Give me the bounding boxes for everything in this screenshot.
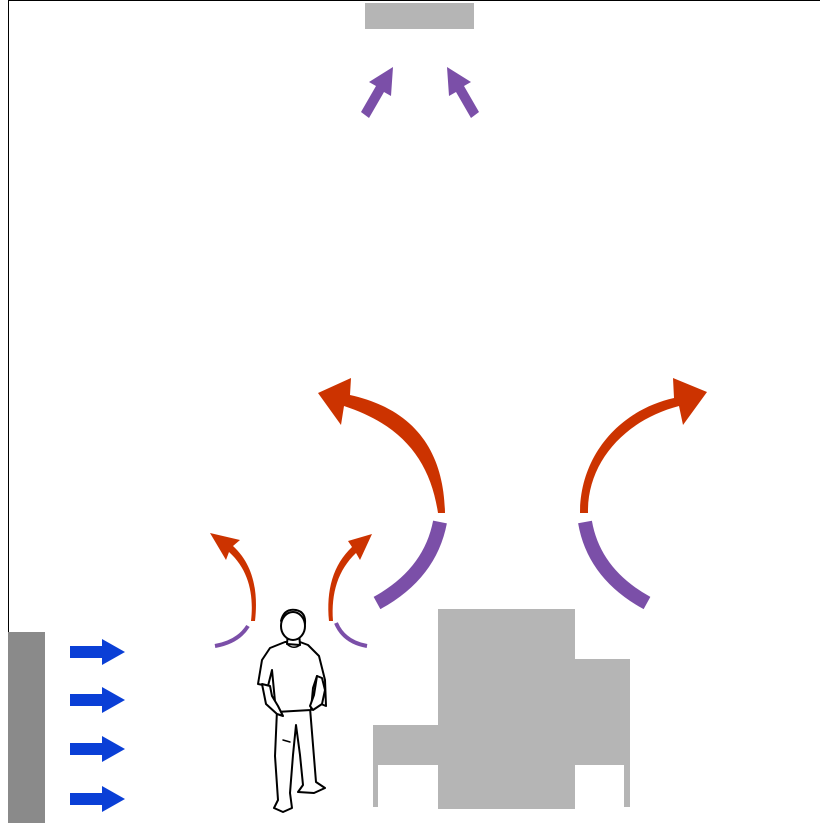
equipment-right-block xyxy=(575,659,630,765)
cool-air-arrow-1 xyxy=(70,639,125,665)
person-figure xyxy=(257,608,327,813)
warm-rising-air xyxy=(210,378,707,621)
exhaust-arrows xyxy=(361,67,479,118)
cool-air-arrow-2 xyxy=(70,687,125,713)
person-left-arm xyxy=(261,683,284,717)
plume-large-left-upper xyxy=(318,378,445,513)
person-right-arm xyxy=(309,675,326,711)
plume-small-left-upper xyxy=(210,533,256,621)
plume-large-left-lower xyxy=(373,520,447,610)
person-torso xyxy=(257,641,327,713)
cool-air-arrows xyxy=(70,639,125,812)
heat-source-equipment xyxy=(373,609,630,809)
person-collar xyxy=(286,643,301,648)
plume-small-left-lower xyxy=(214,624,250,648)
equipment-leg-4 xyxy=(624,765,630,807)
equipment-leg-1 xyxy=(373,765,378,807)
person-head xyxy=(280,611,306,641)
plume-small-right-lower xyxy=(334,622,368,648)
exhaust-arrow-left xyxy=(361,67,393,118)
equipment-leg-3 xyxy=(569,765,575,807)
person-legs xyxy=(273,707,326,813)
plume-large-right-lower xyxy=(578,520,651,610)
person-hair xyxy=(280,608,307,625)
wall-supply-inlet xyxy=(8,632,45,823)
room-outline xyxy=(8,0,820,823)
plume-small-right-upper xyxy=(328,534,372,621)
transition-air-segments xyxy=(214,520,651,648)
equipment-left-table xyxy=(373,725,438,765)
cool-air-arrow-4 xyxy=(70,786,125,812)
ceiling-exhaust-vent xyxy=(365,3,474,29)
cool-air-arrow-3 xyxy=(70,736,125,762)
plume-large-right-upper xyxy=(580,378,707,513)
equipment-main-block xyxy=(438,609,575,809)
equipment-leg-2 xyxy=(438,765,444,807)
person-pocket-line xyxy=(282,739,291,743)
exhaust-arrow-right xyxy=(447,67,479,118)
